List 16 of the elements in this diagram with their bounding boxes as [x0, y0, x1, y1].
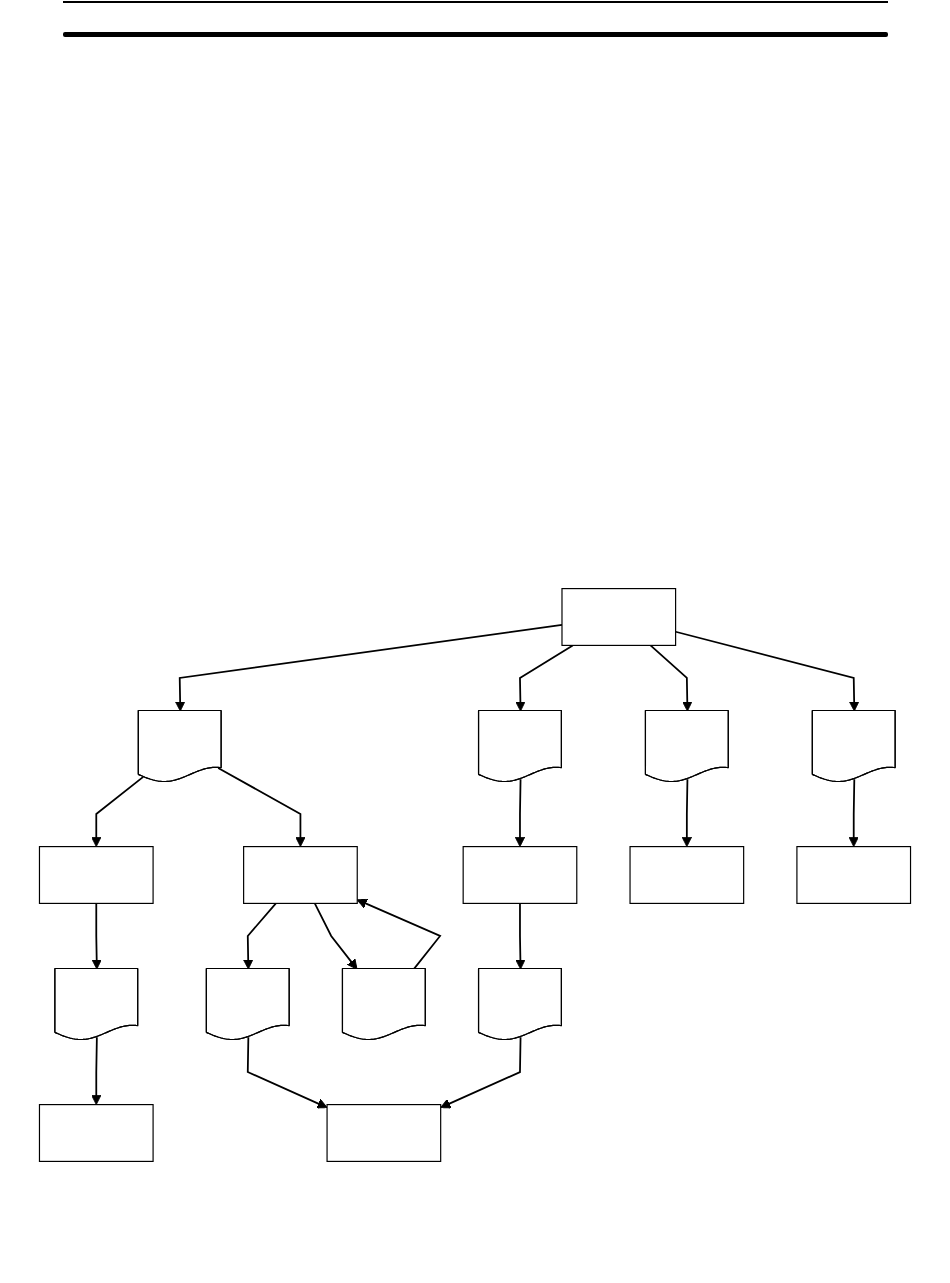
arrow [681, 778, 693, 848]
node-box [629, 846, 745, 904]
arrow [91, 775, 145, 848]
node-box [561, 588, 677, 646]
arrow [91, 1036, 102, 1106]
arrow [217, 767, 306, 848]
node-box [326, 1104, 442, 1162]
arrow [848, 778, 859, 848]
node-box [38, 1104, 154, 1162]
arrow [246, 1036, 328, 1109]
node-box [243, 846, 358, 904]
arrow [440, 1036, 522, 1109]
node-box [462, 846, 578, 904]
node-box [38, 846, 154, 904]
node-box [796, 846, 912, 904]
arrow [514, 778, 526, 848]
